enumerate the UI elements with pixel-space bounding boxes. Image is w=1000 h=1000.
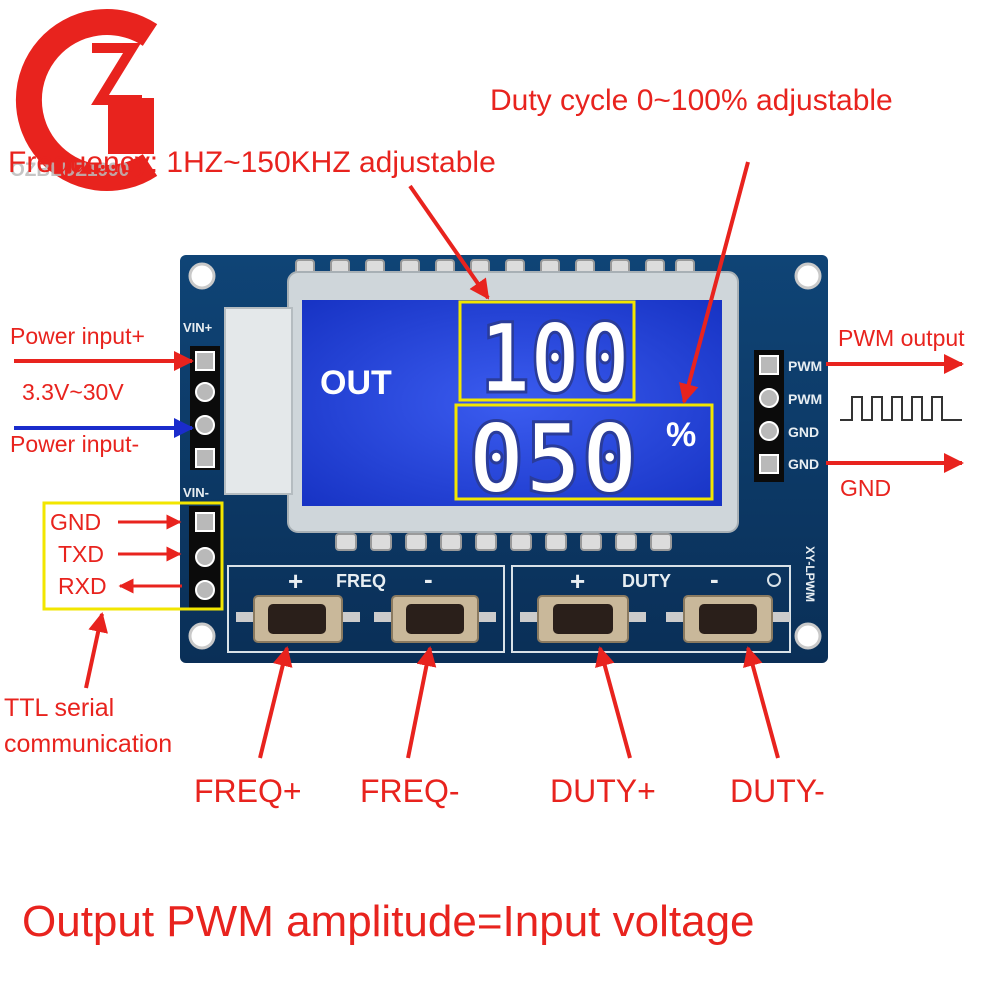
freq-minus-arrow	[406, 646, 437, 759]
vin-plus-label: VIN+	[183, 320, 213, 335]
duty-cycle-arrow	[678, 161, 750, 404]
mount-hole	[188, 262, 216, 290]
frequency-arrow	[408, 184, 490, 300]
freq-minus-button[interactable]	[374, 595, 496, 643]
duty-minus-arrow	[743, 646, 780, 759]
lcd-frequency-value: 100	[480, 303, 630, 415]
frequency-highlight-box	[458, 300, 636, 402]
freq-group-label: FREQ	[336, 571, 386, 591]
button-groups: + FREQ - + DUTY - XY-LPWM	[227, 546, 817, 653]
brand-logo: OZBLUZ1990	[10, 9, 158, 191]
serial-pin-label: GND	[50, 509, 101, 535]
lcd-percent-sign: %	[666, 416, 696, 454]
duty-minus-callout: DUTY-	[730, 773, 825, 809]
duty-plus-button[interactable]	[520, 595, 646, 643]
duty-minus-button[interactable]	[666, 595, 790, 643]
lcd-out-label: OUT	[320, 364, 392, 402]
duty-cycle-callout: Duty cycle 0~100% adjustable	[490, 84, 893, 117]
duty-plus-sign: +	[570, 566, 585, 596]
tactile-buttons	[236, 595, 790, 643]
ttl-arrow	[84, 612, 108, 689]
freq-minus-callout: FREQ-	[360, 773, 460, 809]
serial-highlight-box	[42, 501, 224, 611]
duty-group-label: DUTY	[622, 571, 671, 591]
power-plus-callout: Power input+	[10, 323, 145, 349]
freq-plus-arrow	[258, 646, 293, 759]
mount-hole	[794, 262, 822, 290]
freq-plus-sign: +	[288, 566, 303, 596]
mount-hole	[794, 622, 822, 650]
output-pin-label: PWM	[788, 391, 822, 407]
model-label: XY-LPWM	[803, 546, 817, 602]
ttl-callout-line2: communication	[4, 730, 172, 758]
lcd-pins-bottom	[335, 533, 672, 551]
serial-pin-header	[189, 506, 221, 608]
duty-plus-callout: DUTY+	[550, 773, 656, 809]
pwm-waveform-icon	[840, 396, 962, 421]
output-pin-label: PWM	[788, 358, 822, 374]
output-pin-label: GND	[788, 456, 819, 472]
serial-pin-label: RXD	[58, 573, 107, 599]
frequency-callout: Frequency: 1HZ~150KHZ adjustable	[8, 146, 496, 179]
output-pin-label: GND	[788, 424, 819, 440]
duty-plus-arrow	[595, 646, 632, 759]
power-minus-callout: Power input-	[10, 431, 139, 457]
logo-watermark: OZBLUZ1990	[10, 160, 129, 181]
pwm-output-callout: PWM output	[838, 325, 965, 351]
freq-plus-callout: FREQ+	[194, 773, 302, 809]
ttl-callout-line1: TTL serial	[4, 694, 114, 722]
output-pin-header: PWM PWM GND GND	[754, 350, 822, 482]
duty-highlight-box	[454, 403, 714, 501]
lcd-module: OUT 100 050 %	[224, 271, 739, 533]
freq-plus-button[interactable]	[236, 595, 360, 643]
power-pin-header: VIN+ VIN-	[183, 320, 220, 500]
serial-pin-label: TXD	[58, 541, 104, 567]
footer-caption: Output PWM amplitude=Input voltage	[22, 897, 755, 946]
pcb-marker-hole	[767, 573, 781, 587]
voltage-range-callout: 3.3V~30V	[22, 379, 124, 405]
freq-minus-sign: -	[424, 564, 433, 594]
lcd-duty-value: 050	[468, 403, 638, 515]
vin-minus-label: VIN-	[183, 485, 209, 500]
mount-hole	[188, 622, 216, 650]
duty-minus-sign: -	[710, 564, 719, 594]
gnd-output-callout: GND	[840, 475, 891, 501]
